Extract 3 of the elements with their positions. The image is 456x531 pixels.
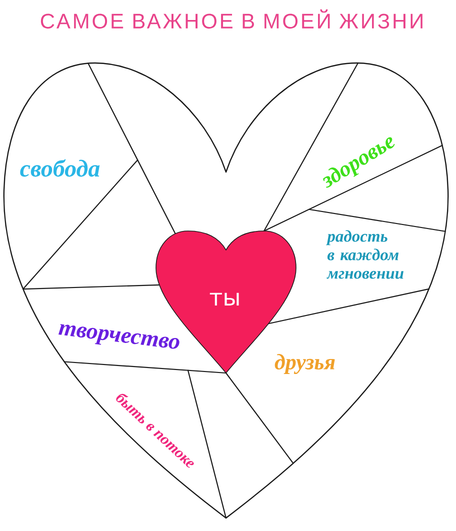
segment-label: радость в каждом мгновении — [326, 230, 404, 279]
segment-label: свобода — [20, 159, 100, 177]
title: САМОЕ ВАЖНОЕ В МОЕЙ ЖИЗНИ — [40, 9, 422, 29]
